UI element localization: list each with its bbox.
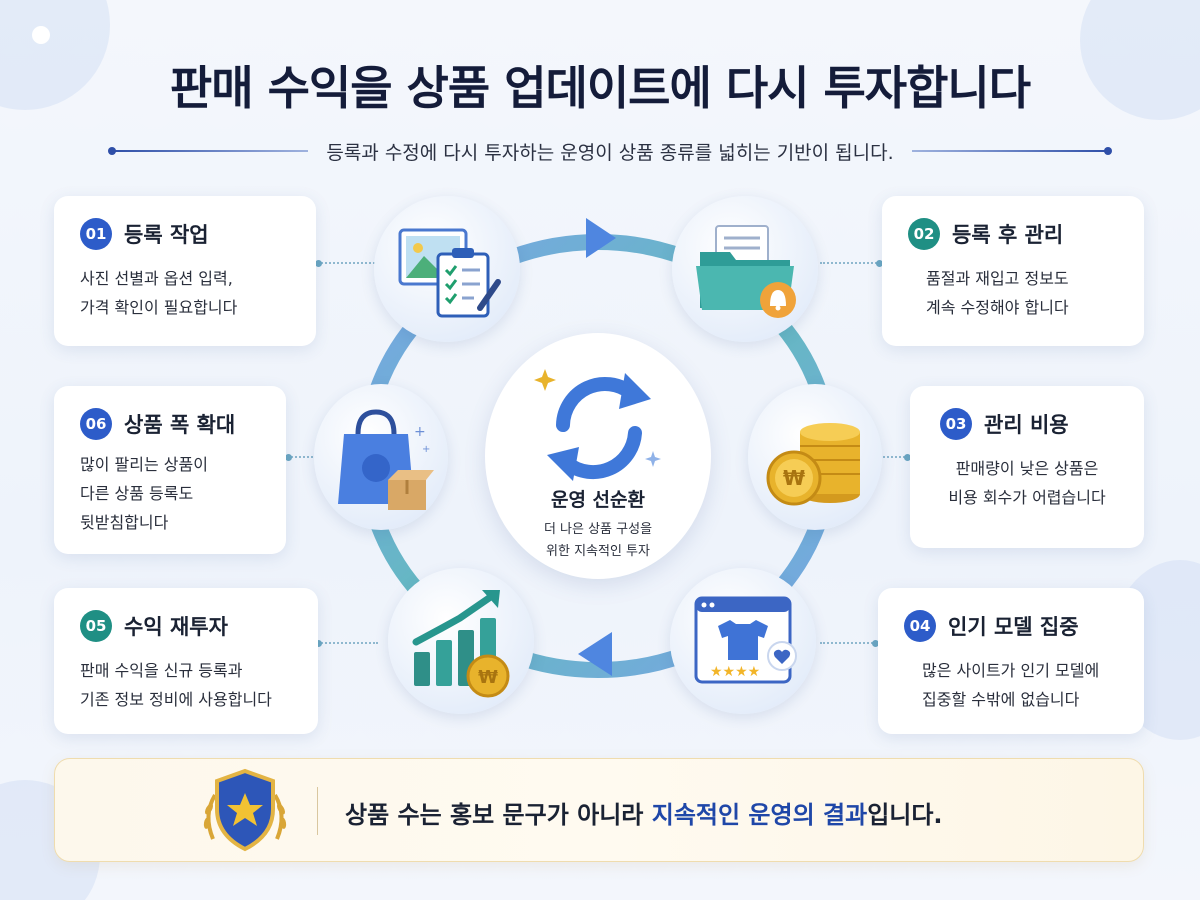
step-description-line: 다른 상품 등록도	[80, 484, 194, 503]
banner-highlight: 지속적인 운영의 결과	[651, 801, 868, 829]
page-subtitle: 등록과 수정에 다시 투자하는 운영이 상품 종류를 넓히는 기반이 됩니다.	[326, 141, 894, 164]
shopping-bag-icon: + +	[314, 384, 448, 530]
step-card-03: 03 관리 비용 판매량이 낮은 상품은 비용 회수가 어렵습니다	[910, 386, 1144, 548]
step-card-06: 06 상품 폭 확대 많이 팔리는 상품이 다른 상품 등록도 뒷받침합니다	[54, 386, 286, 554]
step-description-line: 많이 팔리는 상품이	[80, 455, 208, 474]
step-card-01: 01 등록 작업 사진 선별과 옵션 입력, 가격 확인이 필요합니다	[54, 196, 316, 346]
step-title: 등록 후 관리	[952, 223, 1064, 247]
step-card-04: 04 인기 모델 집중 많은 사이트가 인기 모델에 집중할 수밖에 없습니다	[878, 588, 1144, 734]
step-title: 관리 비용	[984, 413, 1069, 437]
step-description-line: 계속 수정해야 합니다	[926, 298, 1069, 317]
subtitle-line-right	[911, 147, 1113, 155]
growth-chart-icon: ₩	[388, 568, 534, 714]
step-number-badge: 02	[908, 218, 940, 250]
coin-stack-icon: ₩	[748, 384, 882, 530]
step-description-line: 많은 사이트가 인기 모델에	[922, 661, 1100, 680]
svg-text:₩: ₩	[783, 466, 805, 490]
step-number-badge: 05	[80, 610, 112, 642]
step-title: 인기 모델 집중	[948, 615, 1079, 639]
connector-06	[285, 453, 316, 461]
step-description-line: 집중할 수밖에 없습니다	[922, 690, 1080, 709]
background-dot	[32, 26, 50, 44]
connector-05	[315, 639, 378, 647]
svg-text:+: +	[422, 444, 430, 455]
product-page-icon: ★★★★	[670, 568, 816, 714]
svg-text:+: +	[414, 424, 426, 440]
step-card-05: 05 수익 재투자 판매 수익을 신규 등록과 기존 정보 정비에 사용합니다	[54, 588, 318, 734]
step-description-line: 사진 선별과 옵션 입력,	[80, 269, 233, 288]
banner-divider	[317, 787, 318, 835]
step-number-badge: 03	[940, 408, 972, 440]
folder-bell-icon	[672, 196, 818, 342]
svg-text:₩: ₩	[478, 667, 498, 688]
photo-checklist-icon	[374, 196, 520, 342]
center-description: 더 나은 상품 구성을 위한 지속적인 투자	[485, 519, 711, 563]
connector-01	[315, 259, 378, 267]
step-description-line: 품절과 재입고 정보도	[926, 269, 1069, 288]
step-description-line: 판매 수익을 신규 등록과	[80, 661, 243, 680]
step-title: 등록 작업	[124, 223, 209, 247]
center-description-line: 더 나은 상품 구성을	[543, 522, 653, 537]
step-description-line: 판매량이 낮은 상품은	[955, 459, 1099, 478]
step-description-line: 기존 정보 정비에 사용합니다	[80, 690, 272, 709]
refresh-cycle-icon	[534, 369, 661, 481]
banner-message: 상품 수는 홍보 문구가 아니라 지속적인 운영의 결과입니다.	[345, 795, 943, 830]
shield-star-icon	[203, 768, 287, 852]
connector-04	[820, 639, 879, 647]
connector-03	[880, 453, 911, 461]
center-cycle-hub: 운영 선순환 더 나은 상품 구성을 위한 지속적인 투자	[485, 333, 711, 579]
step-card-02: 02 등록 후 관리 품절과 재입고 정보도 계속 수정해야 합니다	[882, 196, 1144, 346]
step-number-badge: 01	[80, 218, 112, 250]
subtitle-line-left	[108, 147, 309, 155]
svg-text:★★★★: ★★★★	[710, 664, 760, 680]
step-title: 수익 재투자	[124, 615, 228, 639]
connector-02	[820, 259, 883, 267]
banner-text-after: 입니다.	[867, 801, 943, 829]
step-number-badge: 04	[904, 610, 936, 642]
step-number-badge: 06	[80, 408, 112, 440]
conclusion-banner: 상품 수는 홍보 문구가 아니라 지속적인 운영의 결과입니다.	[54, 758, 1144, 862]
banner-text-before: 상품 수는 홍보 문구가 아니라	[345, 801, 652, 829]
subtitle-row: 등록과 수정에 다시 투자하는 운영이 상품 종류를 넓히는 기반이 됩니다.	[108, 136, 1113, 166]
cycle-arrow-bottom	[578, 632, 612, 676]
center-title: 운영 선순환	[550, 489, 645, 511]
page-title: 판매 수익을 상품 업데이트에 다시 투자합니다	[169, 61, 1031, 115]
step-description-line: 가격 확인이 필요합니다	[80, 298, 238, 317]
center-description-line: 위한 지속적인 투자	[546, 544, 650, 559]
step-description-line: 비용 회수가 어렵습니다	[948, 488, 1106, 507]
step-description-line: 뒷받침합니다	[80, 513, 169, 532]
cycle-arrow-top	[586, 218, 616, 258]
step-title: 상품 폭 확대	[124, 413, 236, 437]
